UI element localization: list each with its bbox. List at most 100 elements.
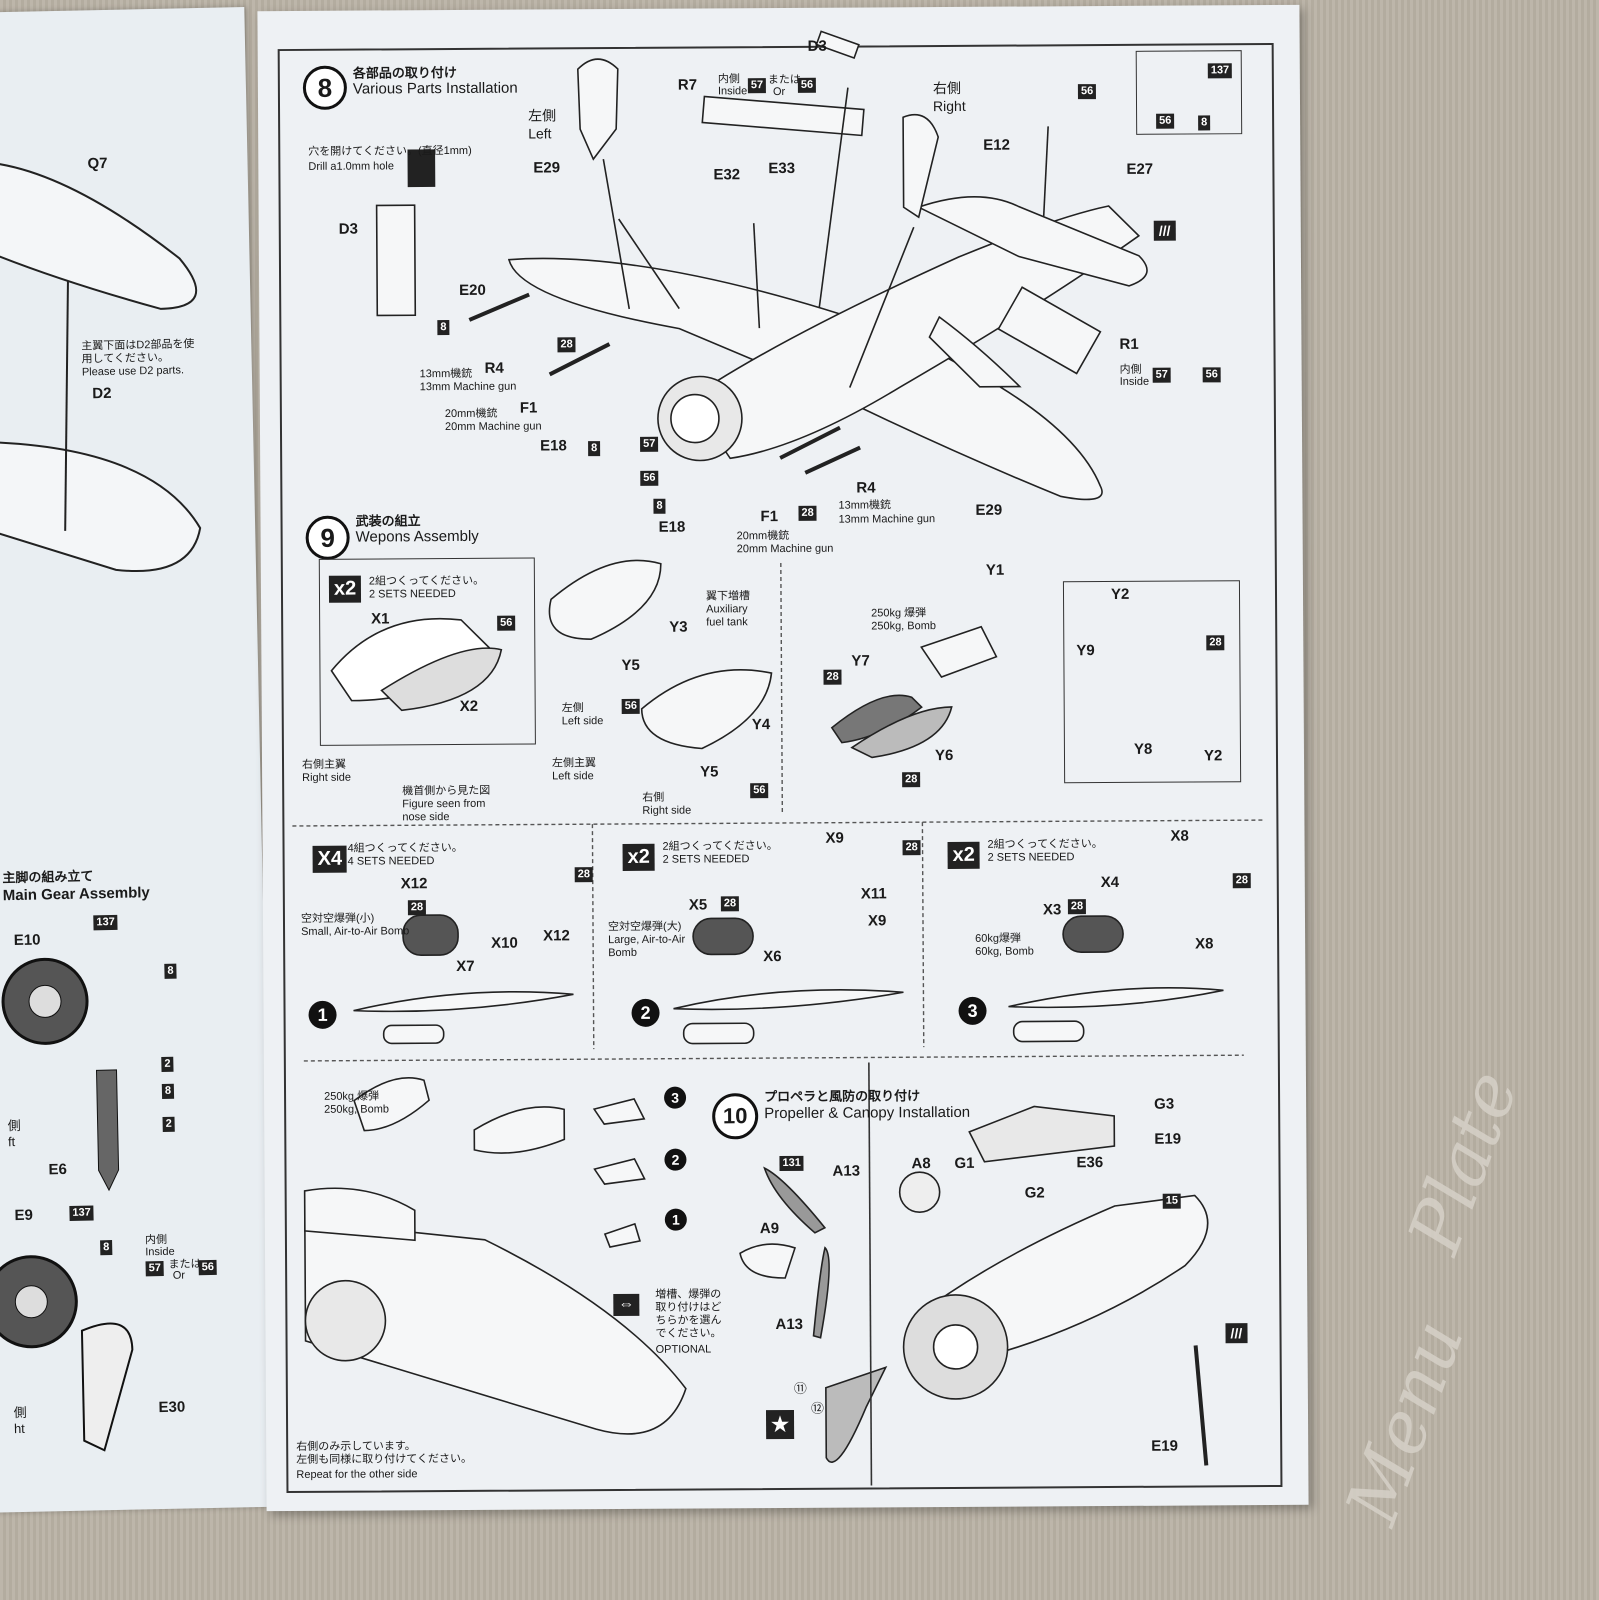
part-label: Y4 [751, 716, 771, 734]
side-label: ht [13, 1420, 25, 1437]
paint-code-badge: 8 [161, 1083, 175, 1099]
paint-code-badge: 8 [653, 498, 666, 514]
side-label: ft [7, 1134, 16, 1150]
left-label-en: Left [528, 125, 552, 142]
part-label: A8 [911, 1155, 931, 1173]
sets-note-jp: 2組つくってください。 [368, 574, 485, 588]
paint-code-badge: 8 [1198, 115, 1211, 131]
part-label: X9 [825, 829, 844, 847]
part-label: E20 [459, 281, 486, 299]
or-label-en: Or [172, 1269, 186, 1282]
step-9-title-jp: 武装の組立 [355, 513, 421, 529]
part-label: X7 [456, 957, 475, 975]
main-gear-title-en: Main Gear Assembly [2, 884, 150, 905]
assembly-drawings [292, 30, 1263, 1486]
gun-label-en: 20mm Machine gun [444, 420, 542, 434]
left-side-jp: 左側 [561, 702, 584, 715]
part-label: E9 [14, 1206, 34, 1225]
paint-code-badge: 28 [798, 505, 817, 521]
right-main-en: Right side [302, 771, 352, 784]
bomb-250-jp: 250kg 爆弾 [871, 607, 927, 620]
part-label: D3 [807, 37, 827, 55]
part-label: Y9 [1076, 642, 1095, 660]
part-label: X4 [1100, 873, 1120, 892]
paint-code-badge: 56 [750, 783, 769, 799]
drill-note-jp: 穴を開けてください。(直径1mm) [308, 144, 472, 158]
paint-code-badge: 56 [1077, 84, 1097, 100]
small-bomb-jp: 空対空爆弾(小) [300, 912, 375, 925]
sets-multiplier-badge: x2 [622, 843, 655, 871]
sets-note-jp: 2組つくってください。 [987, 838, 1103, 851]
part-label: A9 [759, 1220, 780, 1238]
paint-code-badge: 8 [588, 441, 601, 457]
paint-code-badge: 28 [557, 337, 576, 353]
large-bomb-jp: 空対空爆弾(大) [607, 920, 682, 934]
repeat-note-jp: 左側も同様に取り付けてください。 [296, 1452, 472, 1466]
sets-note-en: 2 SETS NEEDED [662, 853, 750, 866]
gun-label-en: 13mm Machine gun [838, 513, 936, 526]
part-label: Y5 [621, 656, 640, 674]
main-gear-title-jp: 主脚の組み立て [2, 868, 94, 886]
optional-arrows-icon: ⇔ [613, 1293, 640, 1317]
or-label-en: Or [772, 85, 786, 99]
paint-code-badge: 28 [902, 772, 921, 788]
paint-code-badge: 8 [437, 320, 450, 336]
optional-note-en: OPTIONAL [655, 1343, 712, 1356]
gun-label-jp: 20mm機銃 [736, 529, 790, 543]
part-label: E19 [1151, 1437, 1178, 1455]
part-label: E10 [13, 931, 41, 950]
part-label: X9 [867, 912, 887, 930]
part-label: E18 [540, 437, 567, 455]
paint-code-badge: 56 [640, 470, 659, 486]
paint-code-badge: 28 [574, 867, 594, 883]
inside-label-en: Inside [717, 85, 748, 98]
part-label: E32 [713, 166, 741, 184]
optional-note-jp: ちらかを選ん [655, 1314, 722, 1327]
right-label-en: Right [932, 97, 966, 115]
part-label: Q7 [87, 154, 108, 173]
repeat-note-jp: 右側のみ示しています。 [296, 1440, 416, 1453]
part-label: E29 [533, 159, 561, 177]
paint-code-badge: 56 [1202, 367, 1221, 383]
nose-view-en: nose side [402, 811, 450, 824]
part-label: G2 [1024, 1184, 1045, 1202]
paint-code-badge: 15 [1162, 1193, 1182, 1209]
option-1-number: 1 [308, 1000, 337, 1029]
part-label: E36 [1076, 1154, 1104, 1172]
large-bomb-en: Large, Air-to-Air [608, 933, 686, 947]
right-label-jp: 右側 [932, 79, 961, 97]
gun-label-jp: 13mm機銃 [419, 367, 473, 381]
part-label: X1 [371, 610, 390, 628]
paint-code-badge: 28 [1067, 899, 1087, 915]
part-label: D3 [338, 220, 359, 238]
step-9-number: 9 [305, 515, 350, 560]
part-label: Y7 [851, 652, 870, 670]
right-side-jp: 右側 [642, 791, 665, 804]
paint-code-badge: 2 [162, 1116, 175, 1132]
step-10-number: 10 [712, 1093, 759, 1140]
step-9-title-en: Wepons Assembly [355, 527, 479, 546]
paint-code-badge: 57 [145, 1260, 165, 1277]
part-label: E12 [983, 136, 1011, 154]
wing-stripe-icon: /// [1225, 1323, 1248, 1344]
paint-code-badge: 28 [823, 669, 842, 685]
bomb-250-en: 250kg, Bomb [871, 620, 937, 633]
part-label: X8 [1195, 935, 1214, 953]
part-label: Y8 [1133, 740, 1153, 758]
part-label: Y6 [934, 746, 954, 765]
left-main-jp: 左側主翼 [551, 757, 597, 770]
part-label: F1 [760, 508, 779, 526]
gun-label-en: 20mm Machine gun [736, 542, 834, 556]
part-label: Y3 [669, 618, 688, 636]
part-label: X6 [763, 948, 782, 966]
part-label: Y2 [1203, 747, 1223, 765]
part-label: X11 [860, 885, 887, 903]
part-label: R1 [1119, 335, 1139, 353]
part-label: E18 [658, 518, 686, 536]
gun-label-jp: 20mm機銃 [444, 407, 498, 421]
paint-code-badge: 137 [1207, 63, 1233, 79]
part-label: G3 [1154, 1095, 1175, 1113]
aux-tank-en: fuel tank [706, 616, 748, 629]
inside-label-jp: 内側 [717, 73, 740, 86]
paint-code-badge: 28 [1206, 635, 1225, 651]
